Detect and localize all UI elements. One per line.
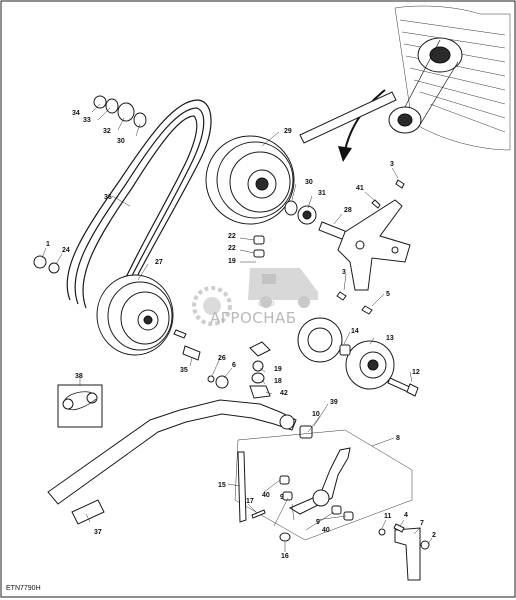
callout-17: 17 [246,498,254,505]
callout-13: 13 [386,335,394,342]
callout-6: 6 [232,362,236,369]
center-small-parts [173,329,271,399]
callout-42: 42 [280,390,288,397]
nut-and-washer-left [33,255,60,274]
callout-2: 2 [432,532,436,539]
bolts-right [336,179,405,315]
callout-32: 32 [103,128,111,135]
callout-11: 11 [384,513,392,520]
idler-arm [47,399,313,505]
reference-arrowhead [338,146,352,162]
callout-19-upper: 19 [228,258,236,265]
callout-30-right: 30 [305,179,313,186]
idler-bolt [387,377,419,397]
callout-36: 36 [104,194,112,201]
callout-10: 10 [312,411,320,418]
callout-39: 39 [330,399,338,406]
callout-22-lower: 22 [228,245,236,252]
lower-pulley [96,274,174,356]
callout-26: 26 [218,355,226,362]
subassembly-outline [234,429,413,541]
callout-31: 31 [318,190,326,197]
callout-35: 35 [180,367,188,374]
callout-40-lower: 40 [322,527,330,534]
callout-3-top: 3 [390,161,394,168]
washer-stack-top-left [93,95,147,128]
nut-16 [279,532,291,542]
callout-24: 24 [62,247,70,254]
figure-code: ETN7790H [6,585,41,592]
callout-9-lower: 9 [316,519,320,526]
hardware-11-4-2 [378,523,430,550]
linkage-rod-inset [299,91,397,144]
belt-routing-inset [57,384,103,428]
callout-34: 34 [72,110,80,117]
callout-16: 16 [281,553,289,560]
callout-22-upper: 22 [228,233,236,240]
callout-28: 28 [344,207,352,214]
callout-14: 14 [351,328,359,335]
watermark-logo [192,268,318,326]
callout-1: 1 [46,241,50,248]
callout-9-upper: 9 [280,494,284,501]
bracket-7 [394,527,421,581]
callout-27: 27 [155,259,163,266]
callout-33: 33 [83,117,91,124]
upper-pulley [205,135,295,225]
callout-5: 5 [386,291,390,298]
mounting-bracket [337,199,411,291]
callout-labels: 1 2 3 3 4 5 6 7 8 9 9 10 11 12 13 14 15 … [46,110,436,560]
callout-18: 18 [274,378,282,385]
callout-29: 29 [284,128,292,135]
callout-41: 41 [356,185,364,192]
tension-arm [279,447,354,521]
callout-30-left: 30 [117,138,125,145]
callout-8: 8 [396,435,400,442]
callout-40-upper: 40 [262,492,270,499]
callout-7: 7 [420,520,424,527]
engine-inset [388,5,511,151]
callout-19-lower: 19 [274,366,282,373]
idler-pulley-back [297,317,343,363]
callout-38: 38 [75,373,83,380]
watermark-brand: АГРОСНАБ [210,309,297,327]
callout-15: 15 [218,482,226,489]
spacer-stack-center [253,235,265,258]
leader-lines [41,103,433,552]
reference-arrow [344,89,386,151]
bearing-set-right [284,200,317,225]
callout-37: 37 [94,529,102,536]
callout-3-mid: 3 [342,269,346,276]
rod-15 [237,451,247,523]
spring-pin-17 [251,509,266,519]
bushing-37 [71,499,105,525]
idler-pulley-front [339,340,395,390]
callout-4: 4 [404,512,408,519]
belt [66,99,212,309]
callout-12: 12 [412,369,420,376]
watermark-prefix: ООО [258,300,275,308]
